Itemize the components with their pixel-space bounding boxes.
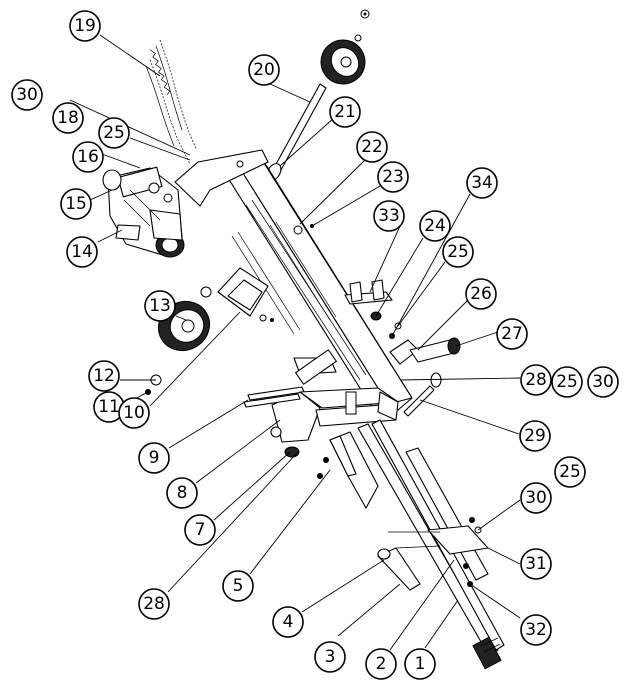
- clevis-hook: [377, 531, 441, 591]
- callout-label: 14: [71, 242, 93, 262]
- callout-34: 34: [466, 167, 498, 199]
- callout-23: 23: [377, 161, 409, 193]
- callout-12: 12: [88, 360, 120, 392]
- callout-19: 19: [69, 10, 101, 42]
- callout-7: 7: [184, 514, 216, 546]
- lock-pin: [403, 372, 442, 417]
- callout-20: 20: [248, 54, 280, 86]
- callout-13: 13: [144, 290, 176, 322]
- callout-label: 30: [16, 85, 38, 105]
- callout-label: 28: [143, 594, 165, 614]
- callout-label: 18: [57, 108, 79, 128]
- callout-29: 29: [519, 420, 551, 452]
- callout-label: 31: [525, 554, 547, 574]
- callout-26: 26: [465, 278, 497, 310]
- callout-16: 16: [72, 141, 104, 173]
- callout-label: 32: [525, 620, 547, 640]
- callout-label: 20: [253, 60, 275, 80]
- callout-label: 8: [177, 483, 188, 503]
- callout-label: 24: [424, 216, 446, 236]
- pump-motor-assembly: [102, 166, 185, 258]
- callout-4: 4: [272, 606, 304, 638]
- callout-label: 15: [65, 194, 87, 214]
- callout-label: 11: [98, 397, 120, 417]
- callout-label: 26: [470, 284, 492, 304]
- callout-label: 16: [77, 147, 99, 167]
- cross-member: [299, 387, 399, 427]
- callout-30: 30: [587, 366, 619, 398]
- callout-21: 21: [329, 96, 361, 128]
- callout-15: 15: [60, 188, 92, 220]
- callout-24: 24: [419, 210, 451, 242]
- callout-28: 28: [138, 588, 170, 620]
- main-beam: [222, 159, 413, 413]
- top-mount-plate: [174, 149, 269, 207]
- callout-label: 13: [149, 296, 171, 316]
- callout-3: 3: [314, 641, 346, 673]
- callout-25: 25: [551, 366, 583, 398]
- callout-label: 28: [525, 370, 547, 390]
- callout-32: 32: [520, 614, 552, 646]
- callout-8: 8: [166, 477, 198, 509]
- callout-30: 30: [11, 79, 43, 111]
- callout-label: 25: [103, 123, 125, 143]
- callout-label: 19: [74, 16, 96, 36]
- jack-bracket: [344, 279, 393, 321]
- callout-label: 30: [525, 488, 547, 508]
- callout-label: 23: [382, 167, 404, 187]
- callout-label: 21: [334, 102, 356, 122]
- guide-rods: [243, 386, 305, 408]
- callout-25: 25: [554, 456, 586, 488]
- top-wheel: [320, 9, 370, 85]
- spring-pair: [145, 39, 197, 165]
- callout-11: 11: [93, 391, 125, 423]
- callout-10: 10: [118, 397, 150, 429]
- callout-label: 27: [501, 324, 523, 344]
- callout-label: 7: [195, 520, 206, 540]
- control-lever: [389, 322, 461, 365]
- wedge-plate: [217, 267, 274, 322]
- callout-label: 34: [471, 173, 493, 193]
- callout-5: 5: [222, 570, 254, 602]
- callout-label: 9: [149, 448, 160, 468]
- callout-1: 1: [404, 648, 436, 680]
- callout-25: 25: [442, 236, 474, 268]
- callout-label: 3: [325, 647, 336, 667]
- callout-label: 12: [93, 366, 115, 386]
- callout-33: 33: [373, 200, 405, 232]
- callout-25: 25: [98, 117, 130, 149]
- callout-14: 14: [66, 236, 98, 268]
- callout-28: 28: [520, 364, 552, 396]
- callout-label: 25: [559, 462, 581, 482]
- callout-18: 18: [52, 102, 84, 134]
- callout-label: 25: [447, 242, 469, 262]
- callout-2: 2: [365, 648, 397, 680]
- callout-label: 33: [378, 206, 400, 226]
- callout-label: 5: [233, 576, 244, 596]
- callout-label: 25: [556, 372, 578, 392]
- callout-31: 31: [520, 548, 552, 580]
- callout-label: 22: [361, 137, 383, 157]
- pusher-block: [270, 349, 337, 458]
- callout-label: 1: [415, 654, 426, 674]
- callout-label: 10: [123, 403, 145, 423]
- callout-22: 22: [356, 131, 388, 163]
- callout-label: 29: [524, 426, 546, 446]
- callout-30: 30: [520, 482, 552, 514]
- splitting-wedge: [329, 431, 379, 509]
- callout-9: 9: [138, 442, 170, 474]
- callout-27: 27: [496, 318, 528, 350]
- callout-label: 30: [592, 372, 614, 392]
- callout-label: 4: [283, 612, 294, 632]
- callout-label: 2: [376, 654, 387, 674]
